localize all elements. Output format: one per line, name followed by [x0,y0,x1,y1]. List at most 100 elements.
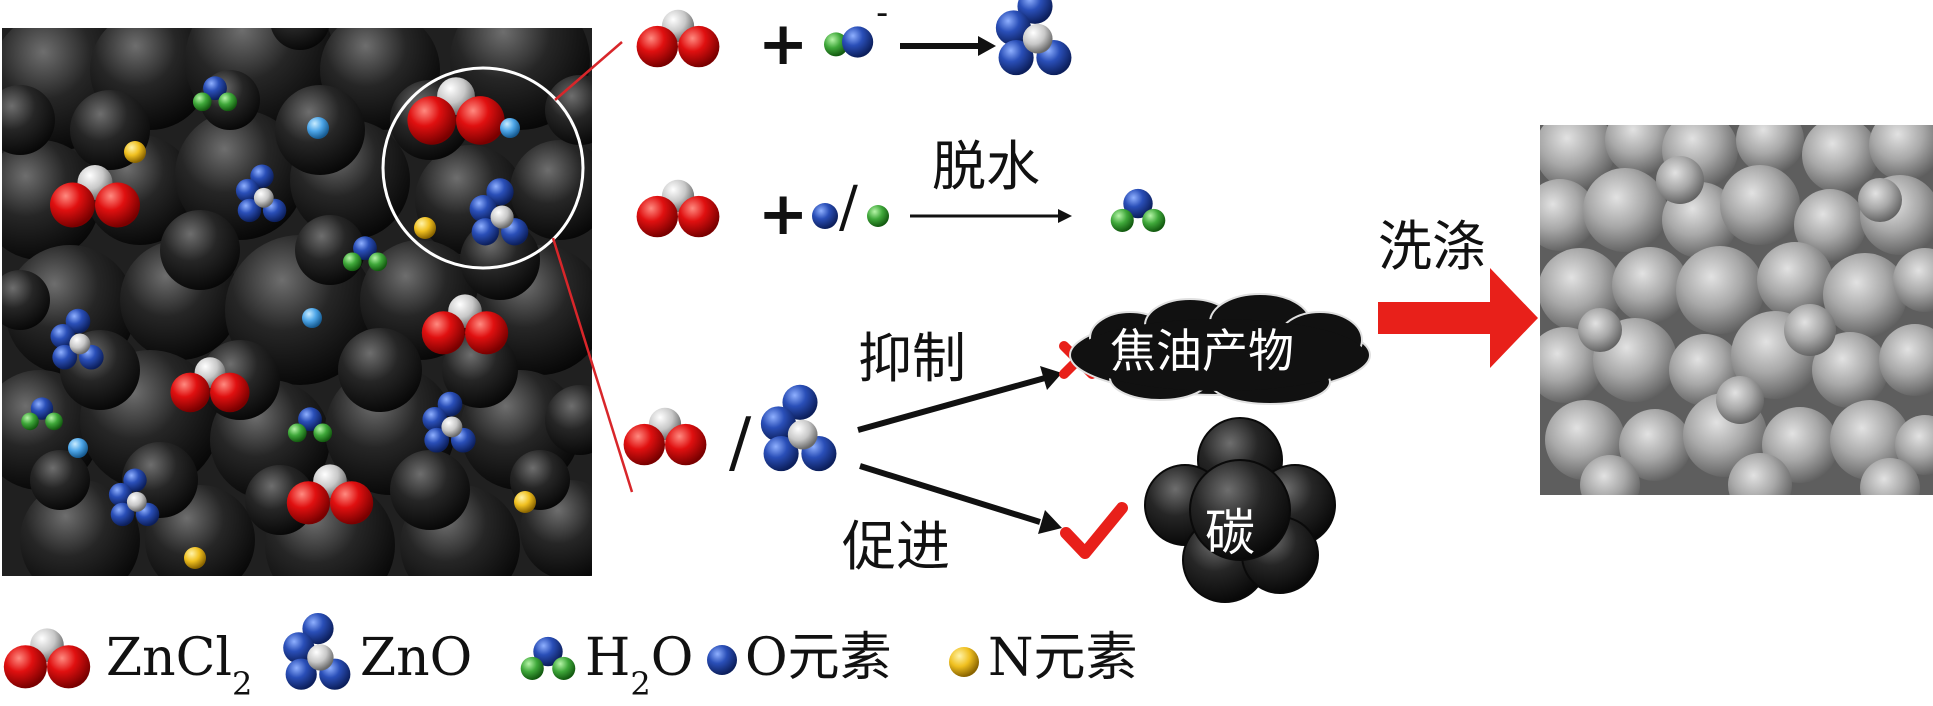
carbon-sphere [442,332,518,408]
sem-particle [1716,376,1764,424]
wash-label: 洗涤 [1378,215,1486,278]
carbon-sphere [160,210,240,290]
o-atom [486,178,514,206]
reaction-arrows [857,36,1072,534]
cl-atom [170,372,210,413]
sem-particle [1605,125,1675,175]
o-atom [52,344,78,370]
sem-particle [1784,304,1836,356]
o-atom [302,613,334,645]
h-atom [368,252,388,272]
dehydration-label: 脱水 [932,135,1040,198]
slash-1: / [839,175,858,240]
o-atom [235,178,260,203]
o-atom [782,384,818,420]
sem-particle [1619,409,1691,481]
promote-label: 促进 [842,515,950,578]
carbon-label: 碳 [1205,504,1255,562]
zncl2-molecule [286,464,374,525]
legend-zncl2: ZnCl2 [106,628,253,703]
wash-arrow [1378,268,1538,368]
cl-atom [456,96,505,145]
zn-atom [69,333,91,355]
h-atom [1110,208,1134,232]
sem-particle [1612,247,1688,323]
sem-particle [1860,458,1920,495]
o-atom [110,502,135,527]
zno-molecule [760,384,837,472]
porous-carbon-box [2,28,592,576]
cl-atom [623,423,665,466]
zn-atom [490,205,514,229]
o-atom [203,76,227,101]
legend-o-element: O元素 [745,628,892,688]
carbon-sphere [545,75,592,145]
cl-atom [665,423,707,466]
n-element-atom [124,141,146,163]
h2o-molecule [1110,188,1166,232]
arrow-inhibit-head [1040,366,1062,390]
o-atom [237,198,262,223]
sem-particle [1823,253,1907,337]
o-element-atom [500,118,520,138]
carbon-sphere [338,328,422,412]
o-atom [298,407,322,432]
o-atom [250,164,274,188]
hydroxide-ion [824,26,874,58]
charge-minus: - [876,0,889,33]
sem-particle [1869,125,1933,181]
sem-particle [1583,168,1667,252]
check-icon [1060,502,1128,559]
zncl2-molecule [623,407,707,466]
zn-atom [126,491,147,512]
legend-o-atom [707,645,737,675]
sem-particle [1858,178,1902,222]
cl-atom [95,182,140,228]
arrow-inhibit [857,375,1046,433]
n-element-atom [414,217,436,239]
h-atom [520,656,544,680]
legend-molecules [3,613,979,690]
zncl2-molecule [170,357,250,413]
o-atom [285,658,317,690]
o-atom [50,323,76,349]
zncl2-molecule [636,9,720,68]
legend-zno: ZnO [360,628,473,688]
sem-particle [1879,324,1933,396]
sem-particle [1676,246,1764,334]
sem-particle [1578,308,1622,352]
cl-atom [465,311,509,355]
cl-atom [3,645,47,689]
n-element-atom [514,491,536,513]
zno-molecule [995,0,1072,76]
sem-particle [1794,189,1866,261]
zn-atom [787,419,818,450]
zncl2-molecule [3,628,91,689]
zncl2-molecule [421,294,509,355]
sem-particle [1893,248,1933,312]
cl-atom [210,372,250,413]
carbon-sphere [545,385,592,455]
zoom-line-top [554,41,623,101]
h-atom [45,412,63,431]
cl-atom [636,195,678,238]
carbon-sphere [2,85,55,155]
h2o-molecule [21,397,63,431]
reaction-rows [623,0,1166,472]
sem-particle [1728,453,1792,495]
h2o-molecule [342,236,388,272]
h-atom [824,32,848,57]
arrow-promote [859,463,1041,525]
h-atom [218,92,238,112]
sem-particle [1580,455,1640,495]
h-atom [552,656,576,680]
o-atom [437,391,463,417]
arrow-promote-head [1038,510,1062,534]
h2o-molecule [520,636,576,680]
h2o-molecule [287,407,333,443]
slash-2: / [729,404,752,481]
embedded-molecules [21,76,536,569]
legend-h2o: H2O [585,628,694,703]
cl-atom [678,195,720,238]
cl-atom [50,182,95,228]
